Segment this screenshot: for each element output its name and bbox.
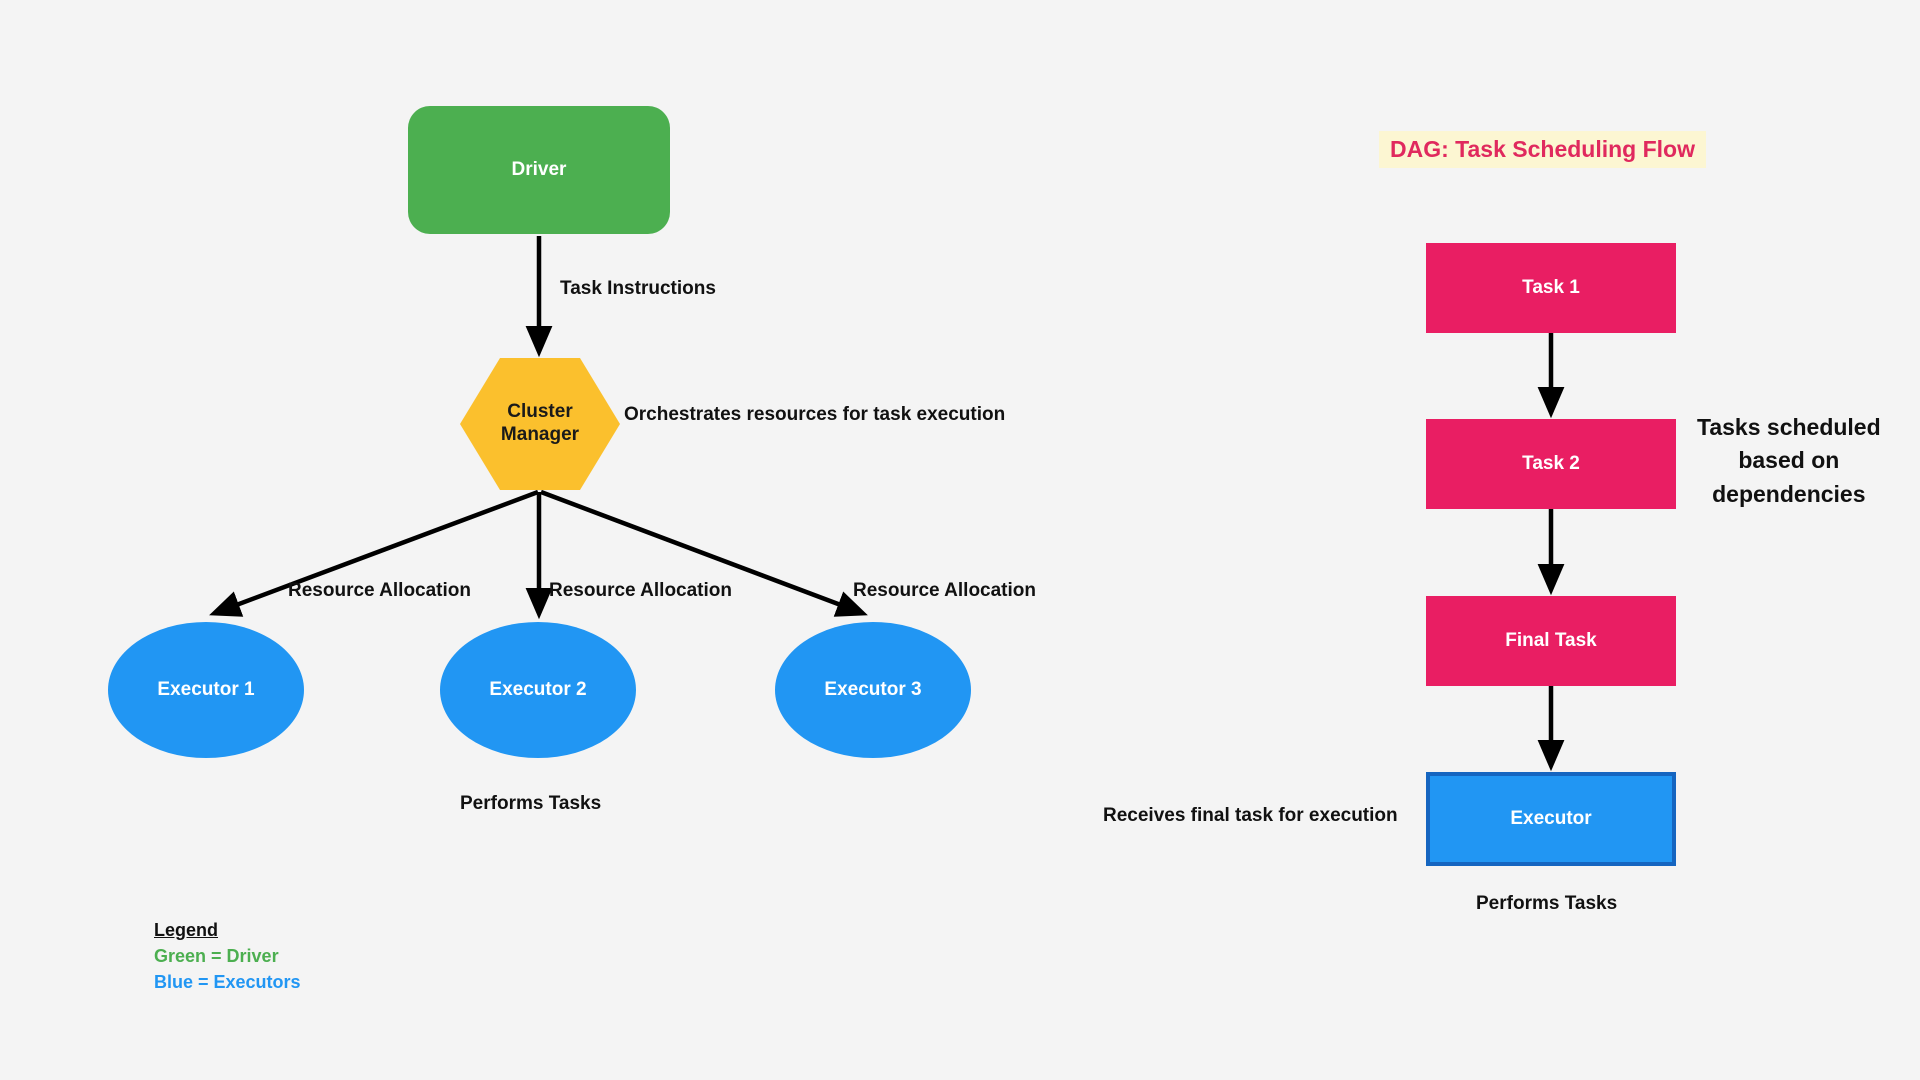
edge-label-task-instructions: Task Instructions	[560, 278, 716, 299]
driver-node-label: Driver	[511, 158, 567, 180]
dag-node-task-1[interactable]: Task 1	[1426, 243, 1676, 333]
executor-2-node-label: Executor 2	[489, 678, 587, 700]
dag-title: DAG: Task Scheduling Flow	[1379, 131, 1706, 168]
dag-node-task-2-label: Task 2	[1522, 452, 1580, 474]
note-performs-tasks-right: Performs Tasks	[1476, 893, 1618, 914]
dag-node-executor[interactable]: Executor	[1426, 772, 1676, 866]
executor-2-node[interactable]: Executor 2	[440, 622, 636, 758]
driver-node[interactable]: Driver	[408, 106, 670, 234]
edge-label-resource-allocation-2: Resource Allocation	[549, 580, 733, 601]
executor-3-node-label: Executor 3	[824, 678, 922, 700]
note-receives-final-task: Receives final task for execution	[1103, 805, 1398, 826]
edge-label-resource-allocation-1: Resource Allocation	[288, 580, 472, 601]
executor-1-node[interactable]: Executor 1	[108, 622, 304, 758]
executor-1-node-label: Executor 1	[157, 678, 255, 700]
cluster-manager-node-label: Cluster Manager	[500, 401, 580, 445]
edge-label-resource-allocation-3: Resource Allocation	[853, 580, 1037, 601]
note-performs-tasks-left: Performs Tasks	[460, 793, 602, 814]
dag-node-final-task[interactable]: Final Task	[1426, 596, 1676, 686]
legend-item-green: Green = Driver	[154, 946, 279, 967]
dag-node-final-task-label: Final Task	[1505, 629, 1597, 651]
executor-3-node[interactable]: Executor 3	[775, 622, 971, 758]
dag-node-task-2[interactable]: Task 2	[1426, 419, 1676, 509]
dag-node-executor-label: Executor	[1510, 807, 1592, 829]
legend-item-blue: Blue = Executors	[154, 972, 301, 993]
legend: Legend Green = Driver Blue = Executors	[154, 917, 301, 995]
note-orchestrates-resources: Orchestrates resources for task executio…	[624, 404, 1006, 425]
cluster-manager-node[interactable]: Cluster Manager	[460, 358, 620, 490]
legend-title: Legend	[154, 920, 219, 940]
note-tasks-scheduled-dependencies: Tasks scheduled based on dependencies	[1697, 414, 1881, 507]
dag-node-task-1-label: Task 1	[1522, 276, 1580, 298]
